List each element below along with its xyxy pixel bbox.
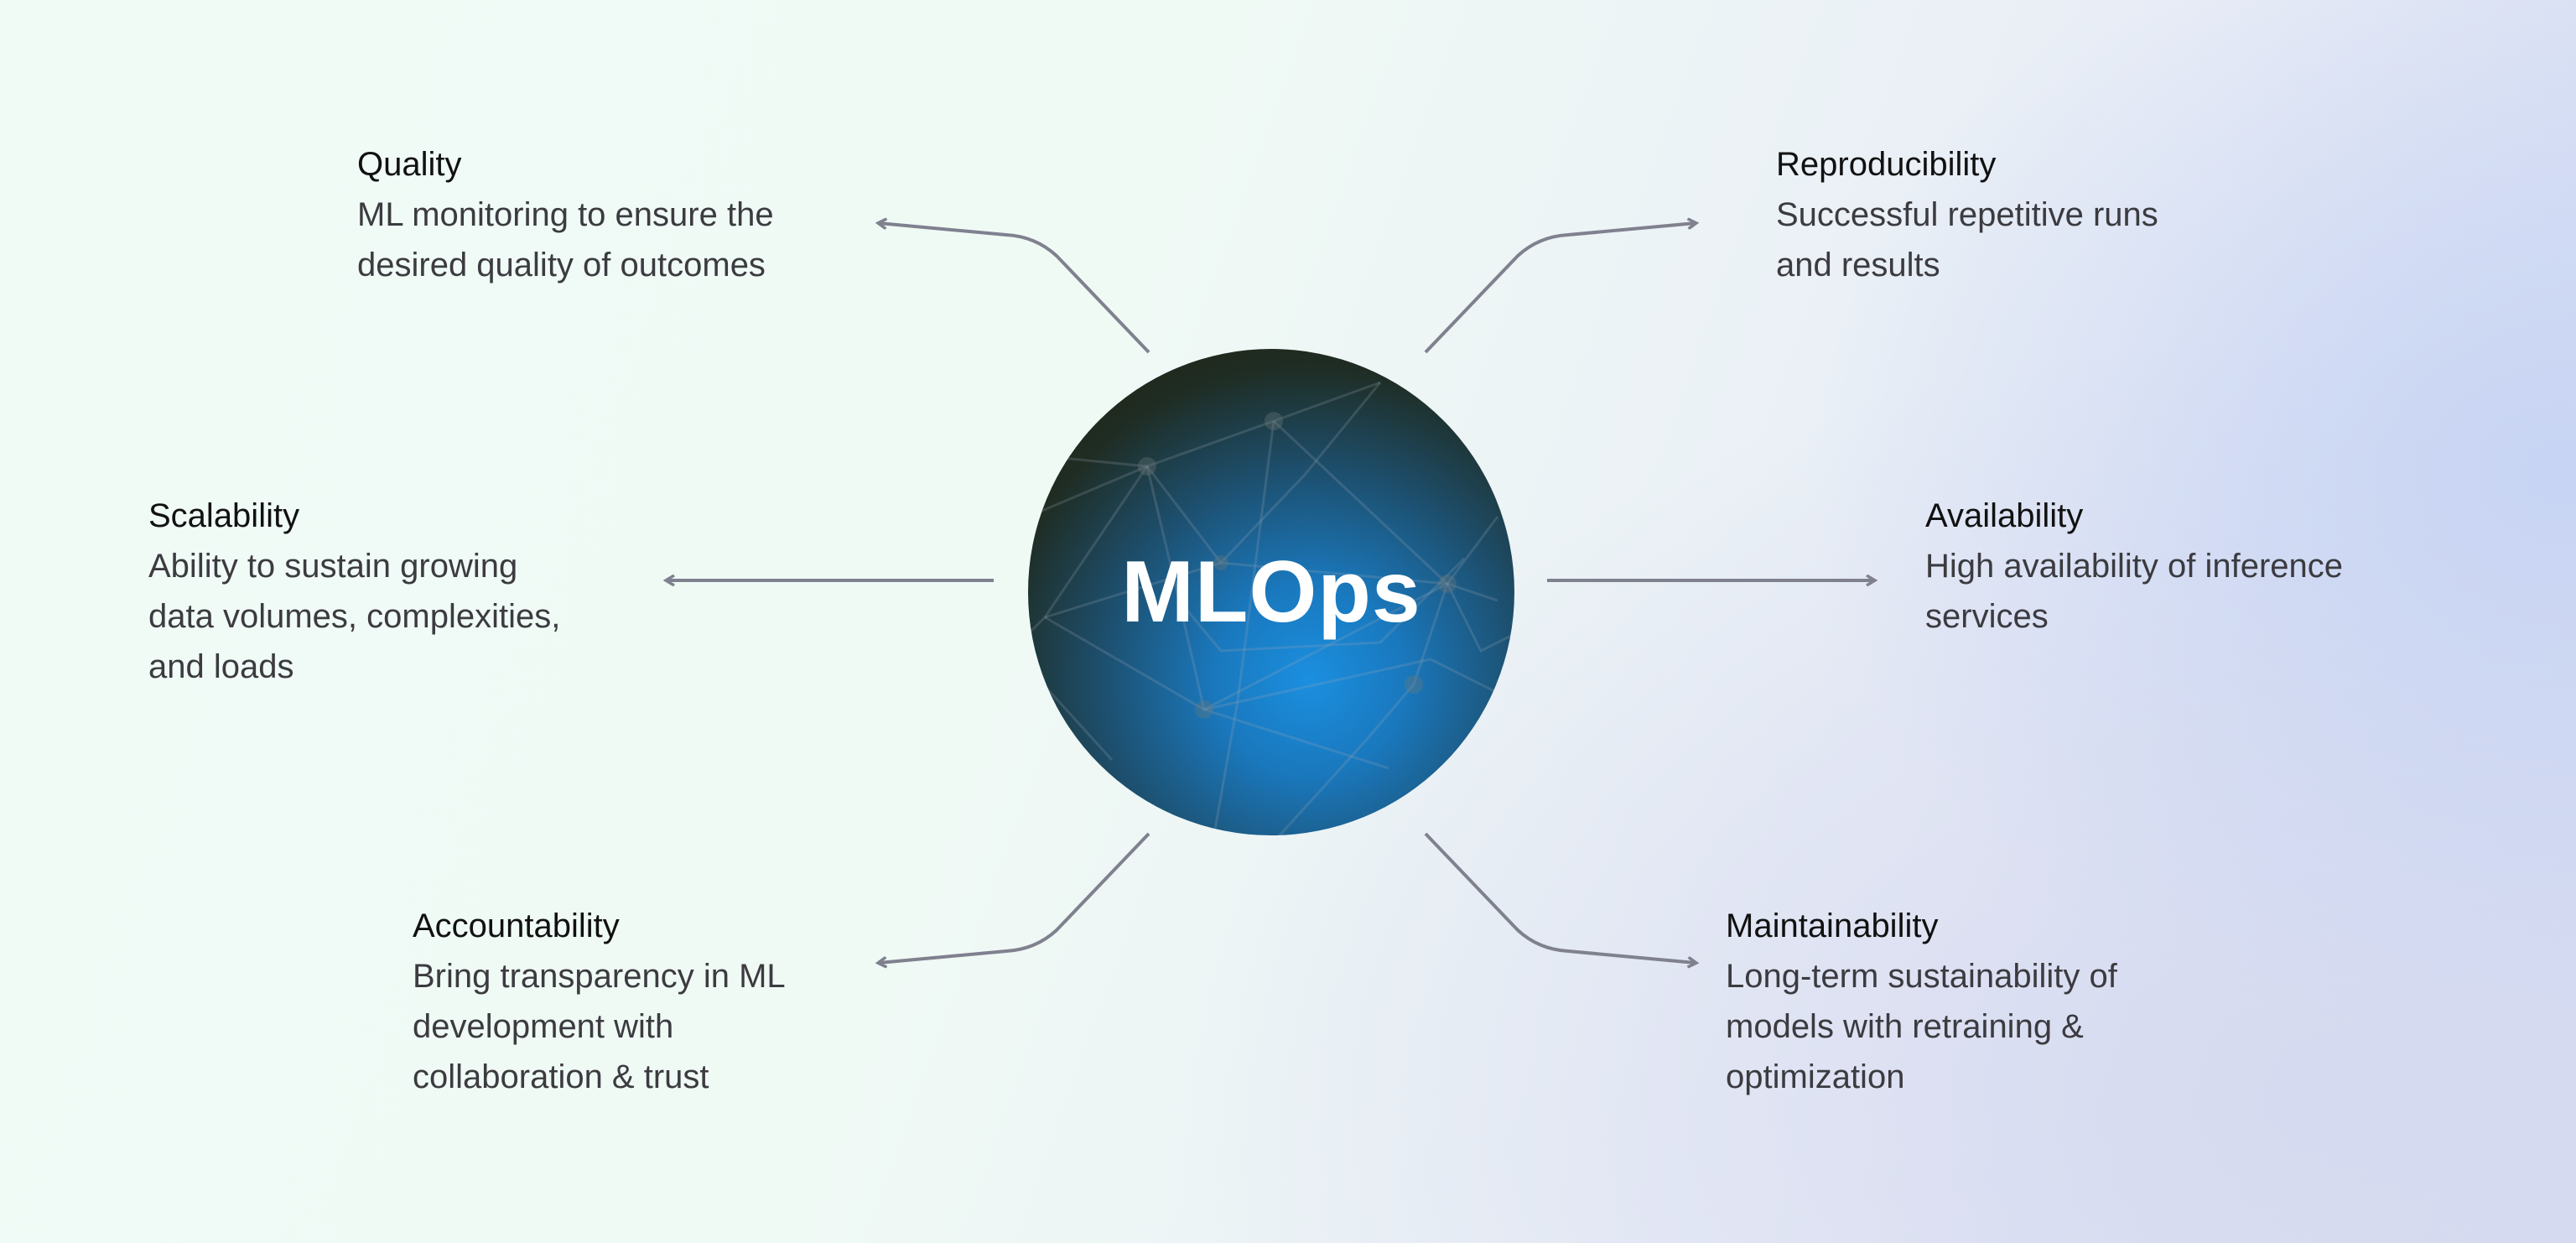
item-description: Successful repetitive runs and results <box>1776 196 2158 283</box>
item-title: Accountability <box>413 908 620 944</box>
arrow-accountability <box>879 832 1150 963</box>
network-pattern-icon <box>1028 381 1514 835</box>
arrow-maintainability <box>1424 832 1696 963</box>
item-accountability: Accountability Bring transparency in ML … <box>413 901 786 1102</box>
item-title: Quality <box>357 146 462 183</box>
item-description: Long-term sustainability of models with … <box>1726 958 2117 1095</box>
arrow-quality <box>879 223 1150 354</box>
item-description: High availability of inference services <box>1925 548 2344 635</box>
item-reproducibility: Reproducibility Successful repetitive ru… <box>1776 139 2158 290</box>
item-title: Maintainability <box>1726 908 1939 944</box>
item-availability: Availability High availability of infere… <box>1925 491 2343 642</box>
item-title: Availability <box>1925 497 2084 534</box>
item-scalability: Scalability Ability to sustain growing d… <box>148 491 560 692</box>
item-description: Bring transparency in ML development wit… <box>413 958 786 1095</box>
mlops-hub: MLOps <box>1028 349 1514 835</box>
item-description: Ability to sustain growing data volumes,… <box>148 548 561 685</box>
item-maintainability: Maintainability Long-term sustainability… <box>1726 901 2117 1102</box>
item-title: Scalability <box>148 497 300 534</box>
arrow-reproducibility <box>1424 223 1696 354</box>
hub-label: MLOps <box>1121 543 1421 641</box>
item-description: ML monitoring to ensure the desired qual… <box>357 196 774 283</box>
item-quality: Quality ML monitoring to ensure the desi… <box>357 139 774 290</box>
item-title: Reproducibility <box>1776 146 1997 183</box>
